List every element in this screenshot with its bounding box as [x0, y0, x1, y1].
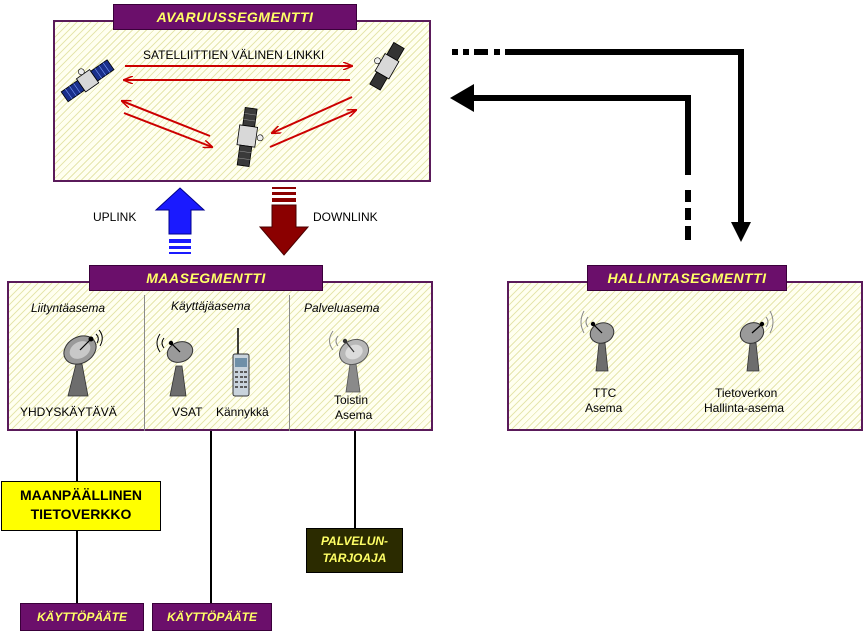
connector-line [210, 431, 212, 603]
satellite-icon [60, 59, 115, 103]
terrestrial-network-line2: TIETOVERKKO [30, 506, 132, 522]
station-divider [144, 295, 145, 431]
mobile-phone-label: Kännykkä [216, 405, 269, 419]
control-segment-box [507, 281, 863, 431]
user-terminal: KÄYTTÖPÄÄTE [20, 603, 144, 631]
repeater-label-line2: Asema [335, 408, 373, 422]
uplink-label: UPLINK [93, 210, 137, 224]
repeater-label-line1: Toistin [334, 393, 369, 407]
connector-line [354, 431, 356, 528]
vsat-label: VSAT [172, 405, 203, 419]
inter-satellite-link-label: SATELLIITTIEN VÄLINEN LINKKI [143, 48, 325, 62]
user-terminal: KÄYTTÖPÄÄTE [152, 603, 272, 631]
ground-segment-title: MAASEGMENTTI [89, 265, 323, 291]
dish-antenna-icon [63, 329, 103, 397]
connector-line [76, 531, 78, 603]
service-station-heading: Palveluasema [304, 301, 380, 315]
uplink-arrow [154, 187, 206, 254]
network-management-label-line2: Hallinta-asema [704, 401, 785, 415]
mobile-phone-icon [232, 328, 250, 397]
terrestrial-network-box: MAANPÄÄLLINEN TIETOVERKKO [1, 481, 161, 531]
dish-antenna-icon [329, 330, 370, 393]
satellite-icon [236, 107, 264, 168]
terrestrial-network-line1: MAANPÄÄLLINEN [19, 487, 143, 503]
ttc-station-label-line1: TTC [593, 386, 617, 400]
user-station-heading: Käyttäjäasema [171, 299, 251, 313]
space-segment-box [53, 20, 431, 182]
station-divider [289, 295, 290, 431]
connector-line [76, 431, 78, 481]
downlink-arrow [258, 187, 310, 256]
service-provider-line2: TARJOAJA [322, 551, 387, 565]
satellite-icon [369, 41, 405, 91]
dish-antenna-icon [156, 333, 194, 397]
gateway-label: YHDYSKÄYTÄVÄ [20, 405, 117, 419]
ttc-station-label-line2: Asema [585, 401, 623, 415]
downlink-label: DOWNLINK [313, 210, 378, 224]
control-segment-title: HALLINTASEGMENTTI [587, 265, 787, 291]
gateway-station-heading: Liityntäasema [31, 301, 106, 315]
network-management-label-line1: Tietoverkon [715, 386, 778, 400]
dish-antenna-icon [739, 310, 774, 372]
service-provider-box: PALVELUN- TARJOAJA [306, 528, 403, 573]
dish-antenna-icon [580, 310, 615, 372]
service-provider-line1: PALVELUN- [320, 534, 389, 548]
space-segment-title: AVARUUSSEGMENTTI [113, 4, 357, 30]
